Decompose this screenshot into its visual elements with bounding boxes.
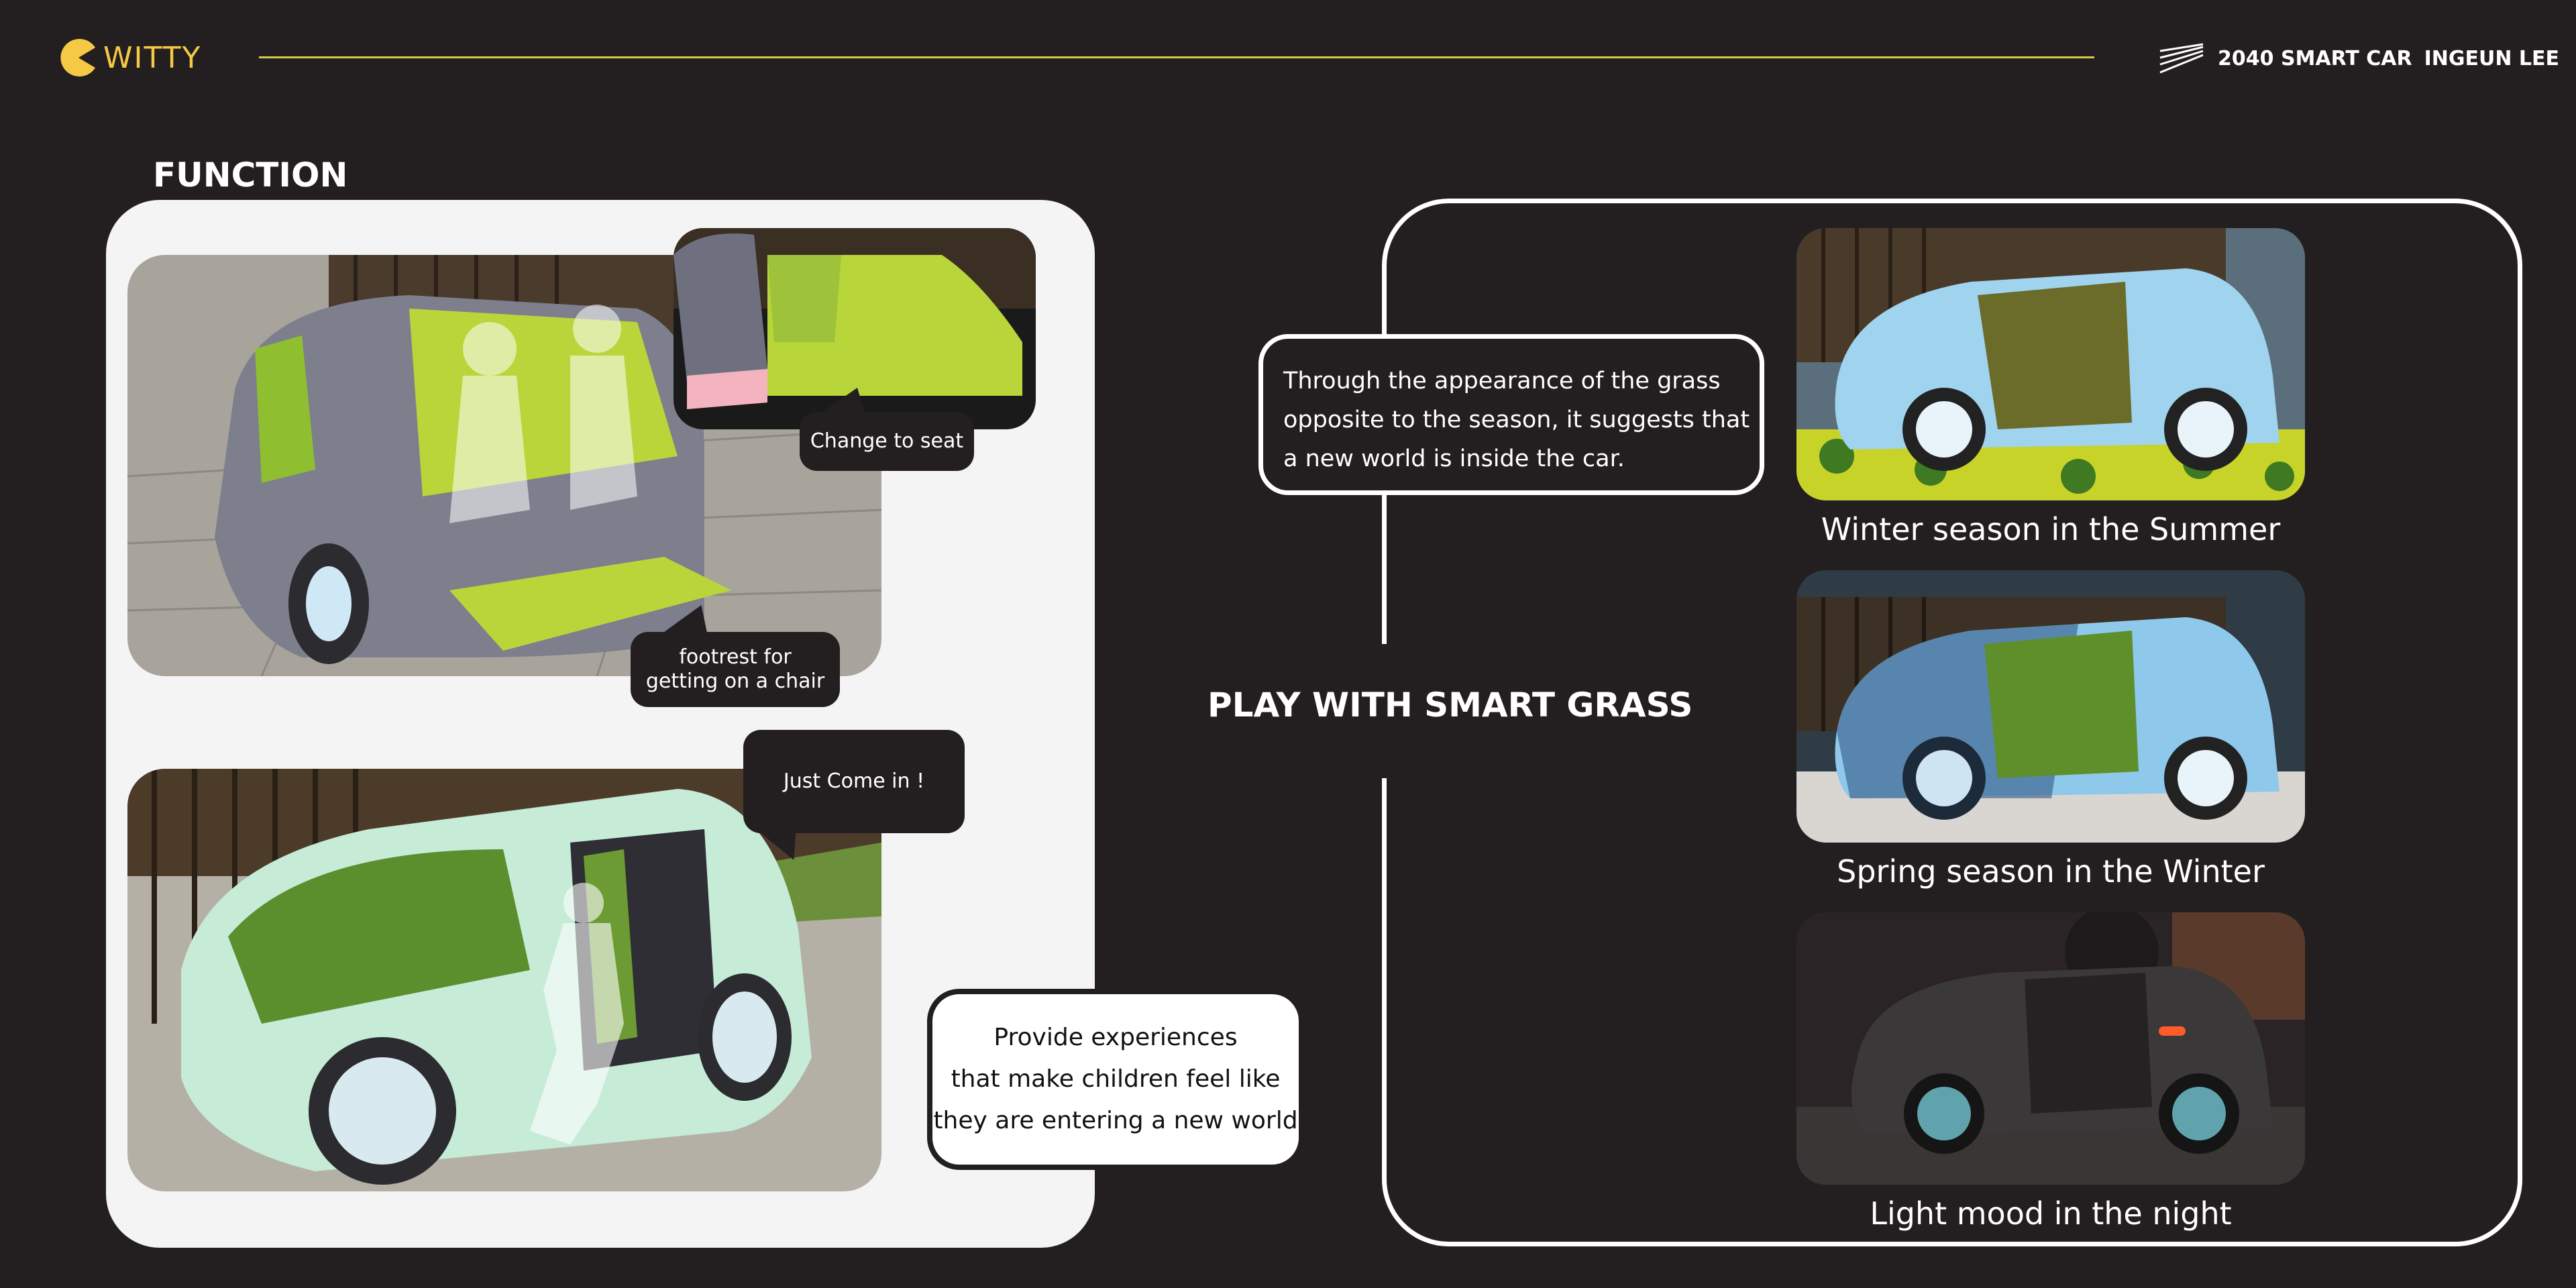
- brand-logo: WITTY: [59, 36, 213, 79]
- footrest-line-2: getting on a chair: [645, 669, 825, 693]
- spring-in-winter-photo: [1796, 570, 2305, 843]
- smart-grass-description: Through the appearance of the grass oppo…: [1258, 334, 1764, 495]
- header-rule: [259, 56, 2094, 58]
- night-mood-photo: [1796, 912, 2305, 1185]
- season-caption: Spring season in the Winter: [1837, 853, 2265, 890]
- season-caption: Winter season in the Summer: [1821, 511, 2281, 547]
- footrest-line-1: footrest for: [679, 645, 792, 669]
- logo-text: WITTY: [103, 40, 202, 75]
- season-caption: Light mood in the night: [1870, 1195, 2232, 1232]
- description-line: Through the appearance of the grass: [1283, 368, 1721, 394]
- project-meta: 2040 SMART CAR INGEUN LEE: [2159, 42, 2559, 75]
- author-name: INGEUN LEE: [2424, 46, 2560, 70]
- experience-statement: Provide experiences that make children f…: [927, 989, 1304, 1170]
- project-title: 2040 SMART CAR: [2218, 46, 2412, 70]
- description-line: a new world is inside the car.: [1283, 445, 1625, 472]
- change-to-seat-callout: Change to seat: [800, 412, 974, 471]
- provide-line: that make children feel like: [951, 1065, 1281, 1093]
- footrest-callout: footrest for getting on a chair: [631, 632, 840, 707]
- provide-line: they are entering a new world: [933, 1107, 1298, 1134]
- panel-line-gap: [1375, 644, 1395, 778]
- description-line: opposite to the season, it suggests that: [1283, 407, 1750, 433]
- winter-in-summer-photo: [1796, 228, 2305, 500]
- seat-closeup-photo: [674, 228, 1036, 429]
- provide-line: Provide experiences: [994, 1024, 1238, 1051]
- entry-mode-photo: [127, 769, 881, 1191]
- function-title: FUNCTION: [153, 156, 348, 195]
- just-come-in-callout: Just Come in !: [743, 730, 965, 833]
- hatch-lines-icon: [2159, 43, 2204, 74]
- pacman-logo-icon: [60, 39, 95, 76]
- smart-grass-title: PLAY WITH SMART GRASS: [1208, 686, 1693, 724]
